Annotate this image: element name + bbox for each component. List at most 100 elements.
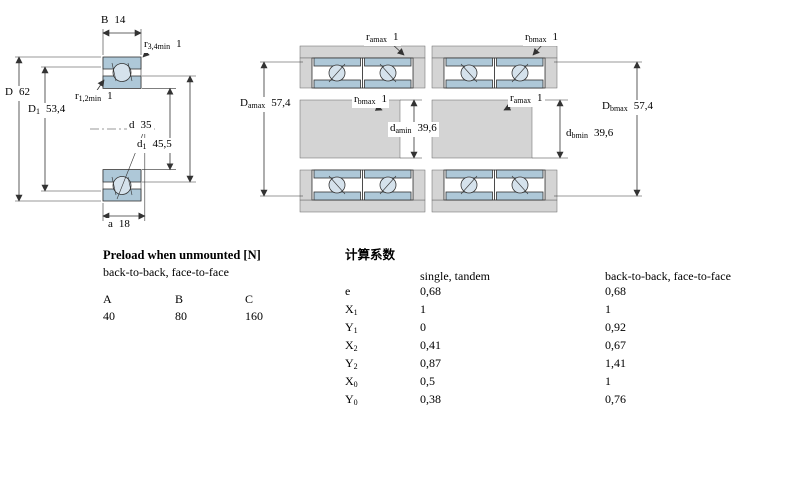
factor-row-label-X0: X0 <box>345 374 358 390</box>
dim-symbol: a <box>108 218 113 230</box>
dim-subscript: bmin <box>571 131 588 140</box>
preload-col-header-B: B <box>175 292 184 306</box>
factors-corner-cell <box>345 270 420 283</box>
dim-symbol: D <box>28 103 36 115</box>
preload-table-title: Preload when unmounted [N] <box>103 248 261 262</box>
calculation-factors-table: 计算系数 single, tandem back-to-back, face-t… <box>345 248 785 409</box>
dim-symbol: r <box>525 31 529 43</box>
dim-label-B: B 14 <box>99 14 128 29</box>
dim-subscript: bmax <box>609 104 628 113</box>
preload-table-subtitle: back-to-back, face-to-face <box>103 265 229 279</box>
factor-X1-single: 1 <box>420 302 426 316</box>
dim-label-damin: damin 39,6 <box>388 122 439 137</box>
dim-symbol: r <box>75 90 79 102</box>
dim-subscript: amax <box>247 101 266 110</box>
factor-row-label-X2: X2 <box>345 338 358 354</box>
dim-value: 1 <box>552 31 558 43</box>
dim-symbol: D <box>240 97 248 109</box>
dim-symbol: d <box>137 138 143 150</box>
dim-label-a: a 18 <box>106 218 132 233</box>
preload-table-grid: A B C 40 80 160 <box>103 293 305 322</box>
dim-value: 57,4 <box>633 100 653 112</box>
factor-X2-single: 0,41 <box>420 338 441 352</box>
dim-label-D1: D1 53,4 <box>26 103 68 118</box>
paired-bearings-face-to-face <box>431 43 642 213</box>
preload-value-A: 40 <box>103 309 115 323</box>
factors-col-header-paired: back-to-back, face-to-face <box>605 269 731 283</box>
dim-value: 39,6 <box>593 127 614 139</box>
dim-subscript: 1,2min <box>78 94 102 103</box>
dim-value: 18 <box>118 218 130 230</box>
dim-value: 35 <box>140 119 152 131</box>
factor-Y2-single: 0,87 <box>420 356 441 370</box>
dim-label-Dbmax: Dbmax 57,4 <box>600 100 655 115</box>
dim-value: 57,4 <box>271 97 291 109</box>
factor-row-label-e: e <box>345 284 351 298</box>
factor-row-label-X1: X1 <box>345 302 358 318</box>
dim-value: 62 <box>18 86 30 98</box>
dim-subscript: amax <box>513 96 531 105</box>
preload-col-header-C: C <box>245 292 254 306</box>
dim-symbol: r <box>144 38 148 50</box>
preload-value-C: 160 <box>245 309 263 323</box>
dim-label-dbmin: dbmin 39,6 <box>564 127 616 142</box>
dim-value: 1 <box>381 93 387 105</box>
dim-label-ramax-mid: ramax 1 <box>508 92 545 107</box>
paired-bearings-back-to-back <box>260 43 426 213</box>
dim-symbol: r <box>354 93 358 105</box>
dim-value: 45,5 <box>152 138 172 150</box>
factor-Y1-paired: 0,92 <box>605 320 626 334</box>
preload-table: Preload when unmounted [N] back-to-back,… <box>103 248 305 322</box>
dim-symbol: d <box>566 127 572 139</box>
preload-col-header-A: A <box>103 292 112 306</box>
dim-value: 1 <box>537 92 543 104</box>
dim-value: 53,4 <box>45 103 66 115</box>
dim-label-Damax: Damax 57,4 <box>238 97 293 112</box>
dim-symbol: D <box>5 86 13 98</box>
dim-symbol: D <box>602 100 610 112</box>
dim-symbol: B <box>101 14 109 26</box>
dim-subscript: 1 <box>142 142 147 151</box>
dim-value: 1 <box>176 38 182 50</box>
dim-value: 1 <box>107 90 113 102</box>
dim-value: 14 <box>114 14 126 26</box>
factor-row-label-Y1: Y1 <box>345 320 358 336</box>
factor-row-label-Y0: Y0 <box>345 392 358 408</box>
dim-label-d1: d1 45,5 <box>135 138 174 153</box>
dim-subscript: bmax <box>357 97 376 106</box>
factor-Y0-single: 0,38 <box>420 392 441 406</box>
factor-X0-paired: 1 <box>605 374 611 388</box>
dim-label-rbmax-mid: rbmax 1 <box>352 93 389 108</box>
dim-symbol: r <box>510 92 514 104</box>
dim-symbol: d <box>129 119 135 131</box>
factors-table-grid: single, tandem back-to-back, face-to-fac… <box>345 270 785 409</box>
dim-symbol: r <box>366 31 370 43</box>
factor-Y0-paired: 0,76 <box>605 392 626 406</box>
factor-row-label-Y2: Y2 <box>345 356 358 372</box>
factor-X1-paired: 1 <box>605 302 611 316</box>
factor-e-paired: 0,68 <box>605 284 626 298</box>
dim-label-ramax-top: ramax 1 <box>364 31 401 46</box>
dim-subscript: 3,4min <box>147 42 171 51</box>
dim-symbol: d <box>390 122 396 134</box>
factor-Y1-single: 0 <box>420 320 426 334</box>
dim-label-D: D 62 <box>3 86 32 101</box>
dim-label-d: d 35 <box>127 119 154 134</box>
dim-subscript: bmax <box>528 35 547 44</box>
dim-value: 39,6 <box>417 122 437 134</box>
single-bearing-cross-section <box>15 29 196 221</box>
factor-X2-paired: 0,67 <box>605 338 626 352</box>
dim-label-r34min: r3,4min 1 <box>142 38 184 53</box>
factor-e-single: 0,68 <box>420 284 441 298</box>
dim-value: 1 <box>393 31 399 43</box>
factors-col-header-single-tandem: single, tandem <box>420 269 490 283</box>
factor-Y2-paired: 1,41 <box>605 356 626 370</box>
dim-subscript: 1 <box>35 107 40 116</box>
factors-table-title: 计算系数 <box>345 248 396 262</box>
dim-label-r12min: r1,2min 1 <box>73 90 115 105</box>
dim-subscript: amax <box>369 35 387 44</box>
factor-X0-single: 0,5 <box>420 374 435 388</box>
dim-subscript: amin <box>395 126 412 135</box>
